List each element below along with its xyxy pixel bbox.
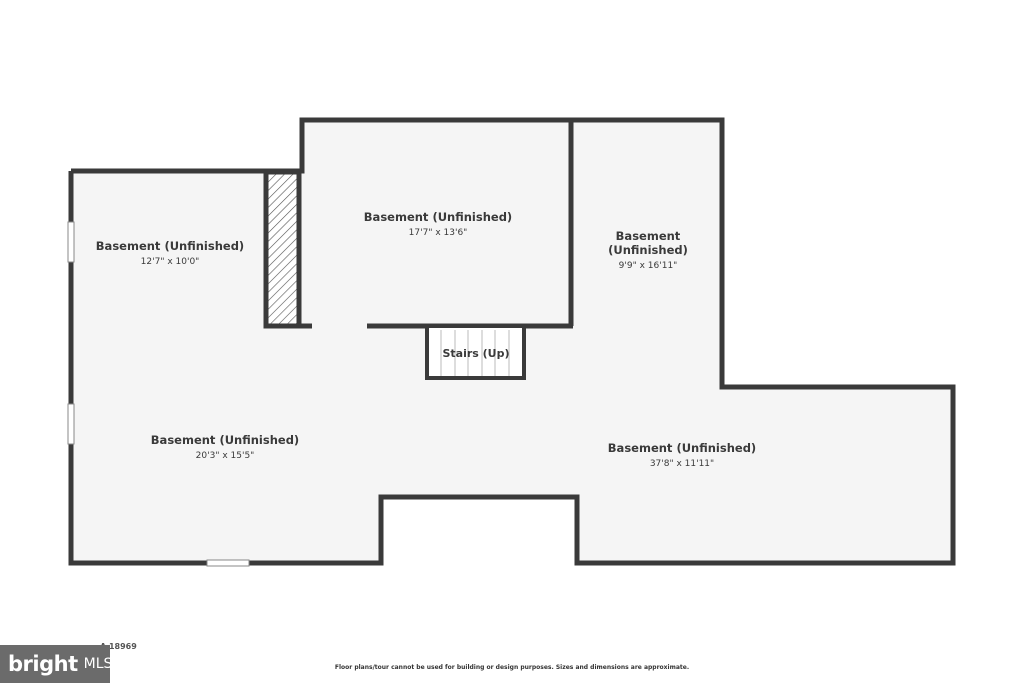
room-dims-bottom-left: 20'3" x 15'5" [196,451,255,461]
room-label-top-right-line2: (Unfinished) [608,243,688,257]
footer-address: A 18969 [100,642,137,651]
window-left-lower [67,403,75,445]
window-left-upper [67,221,75,263]
room-label-top-right-line1: Basement [616,229,681,243]
room-dims-bottom-right: 37'8" x 11'11" [650,459,714,469]
room-label-bottom-left: Basement (Unfinished) [151,433,299,447]
windows [67,221,250,567]
stairs-label: Stairs (Up) [442,347,509,360]
window-bottom [206,559,250,567]
exterior-walls [68,117,956,566]
room-label-top-center: Basement (Unfinished) [364,210,512,224]
disclaimer: Floor plans/tour cannot be used for buil… [334,664,690,671]
room-label-top-left: Basement (Unfinished) [96,239,244,253]
interior-walls [299,120,574,329]
hatched-column [263,169,302,329]
room-dims-top-center: 17'7" x 13'6" [409,228,468,238]
stairs [425,328,526,380]
room-label-bottom-right: Basement (Unfinished) [608,441,756,455]
logo-brand-text: bright [8,652,78,676]
room-dims-top-left: 12'7" x 10'0" [141,257,200,267]
bright-mls-logo: bright MLS [0,645,113,683]
room-dims-top-right: 9'9" x 16'11" [619,261,678,271]
logo-mls-text: MLS [83,656,113,672]
